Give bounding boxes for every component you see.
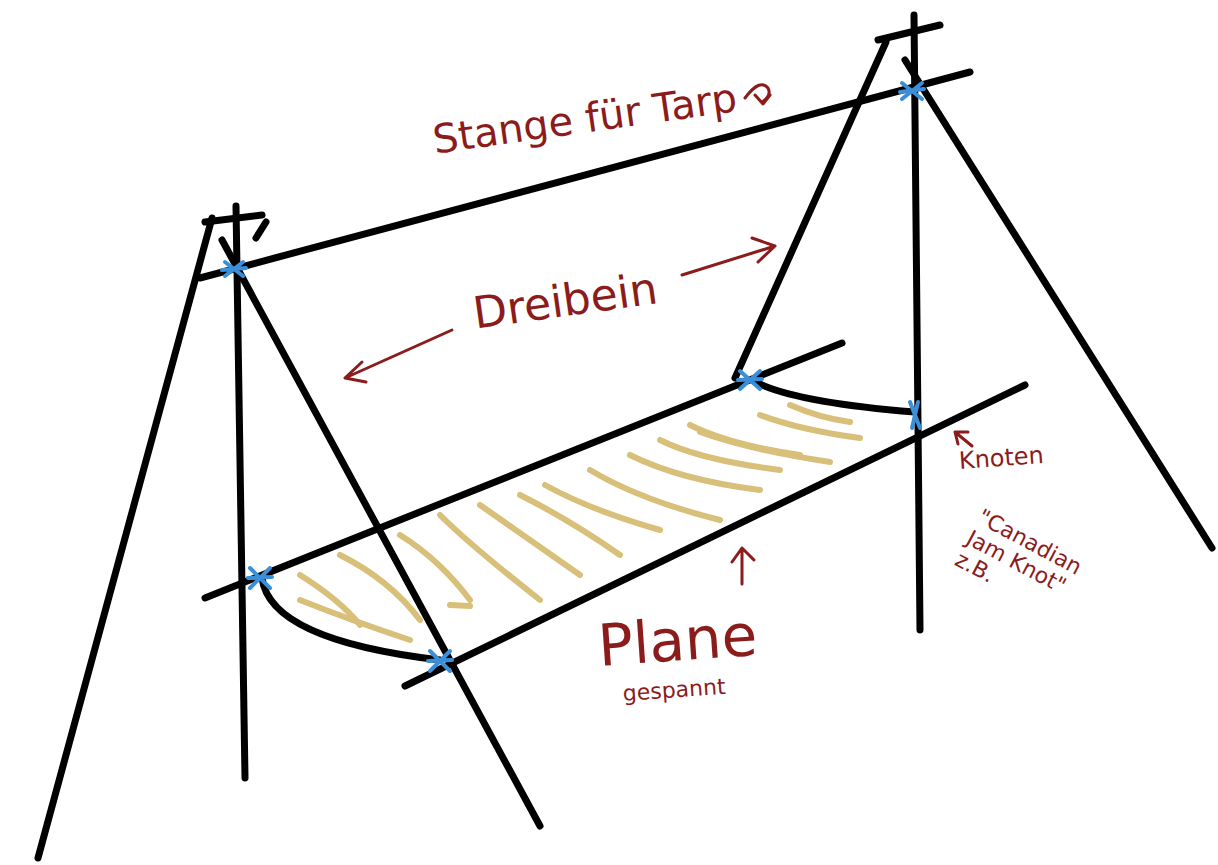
pointer-arrow: [345, 330, 452, 382]
tarp-edge: [752, 380, 915, 412]
lashing: [248, 568, 272, 588]
tripod-tip: [878, 25, 940, 40]
tarp-stroke: [545, 485, 660, 530]
annotation-label: gespannt: [622, 675, 726, 706]
tarp-stroke: [630, 455, 760, 490]
tripod-tip: [256, 222, 266, 238]
lashing: [738, 371, 762, 389]
frame-pole: [405, 385, 1025, 686]
tarp-stroke: [690, 425, 800, 455]
lashings: [222, 83, 924, 671]
pointer-arrow: [745, 85, 770, 104]
tripod-leg: [905, 60, 1212, 548]
tripod-tip: [205, 215, 262, 222]
lashing: [222, 262, 246, 276]
tarp-pole: [200, 72, 970, 278]
pointer-arrow: [732, 548, 754, 584]
tripod-leg: [38, 218, 212, 858]
pointer-arrow: [682, 238, 775, 275]
frame-pole: [205, 343, 842, 598]
tarp-stroke: [790, 405, 850, 422]
poles: [38, 15, 1212, 858]
tripod-leg: [914, 15, 920, 630]
tarp-stroke: [660, 440, 780, 470]
lashing: [910, 402, 920, 428]
annotation-label: Plane: [596, 604, 759, 679]
lashing: [428, 651, 452, 671]
tarp-stroke: [480, 505, 580, 575]
annotation-label: "Canadian Jam Knot" z.B.: [951, 505, 1100, 630]
annotation-label: Knoten: [958, 442, 1045, 474]
tarp-stroke: [700, 432, 830, 462]
annotation-label: Dreibein: [470, 264, 660, 338]
pointer-arrow: [955, 432, 972, 446]
tarp-stroke: [440, 515, 540, 600]
tarp-edge: [262, 578, 440, 660]
tripod-leg: [735, 42, 886, 378]
tripod-leg: [236, 206, 245, 778]
tarp-stroke: [520, 495, 620, 555]
tarp-stroke: [450, 605, 470, 606]
lashing: [900, 83, 924, 99]
